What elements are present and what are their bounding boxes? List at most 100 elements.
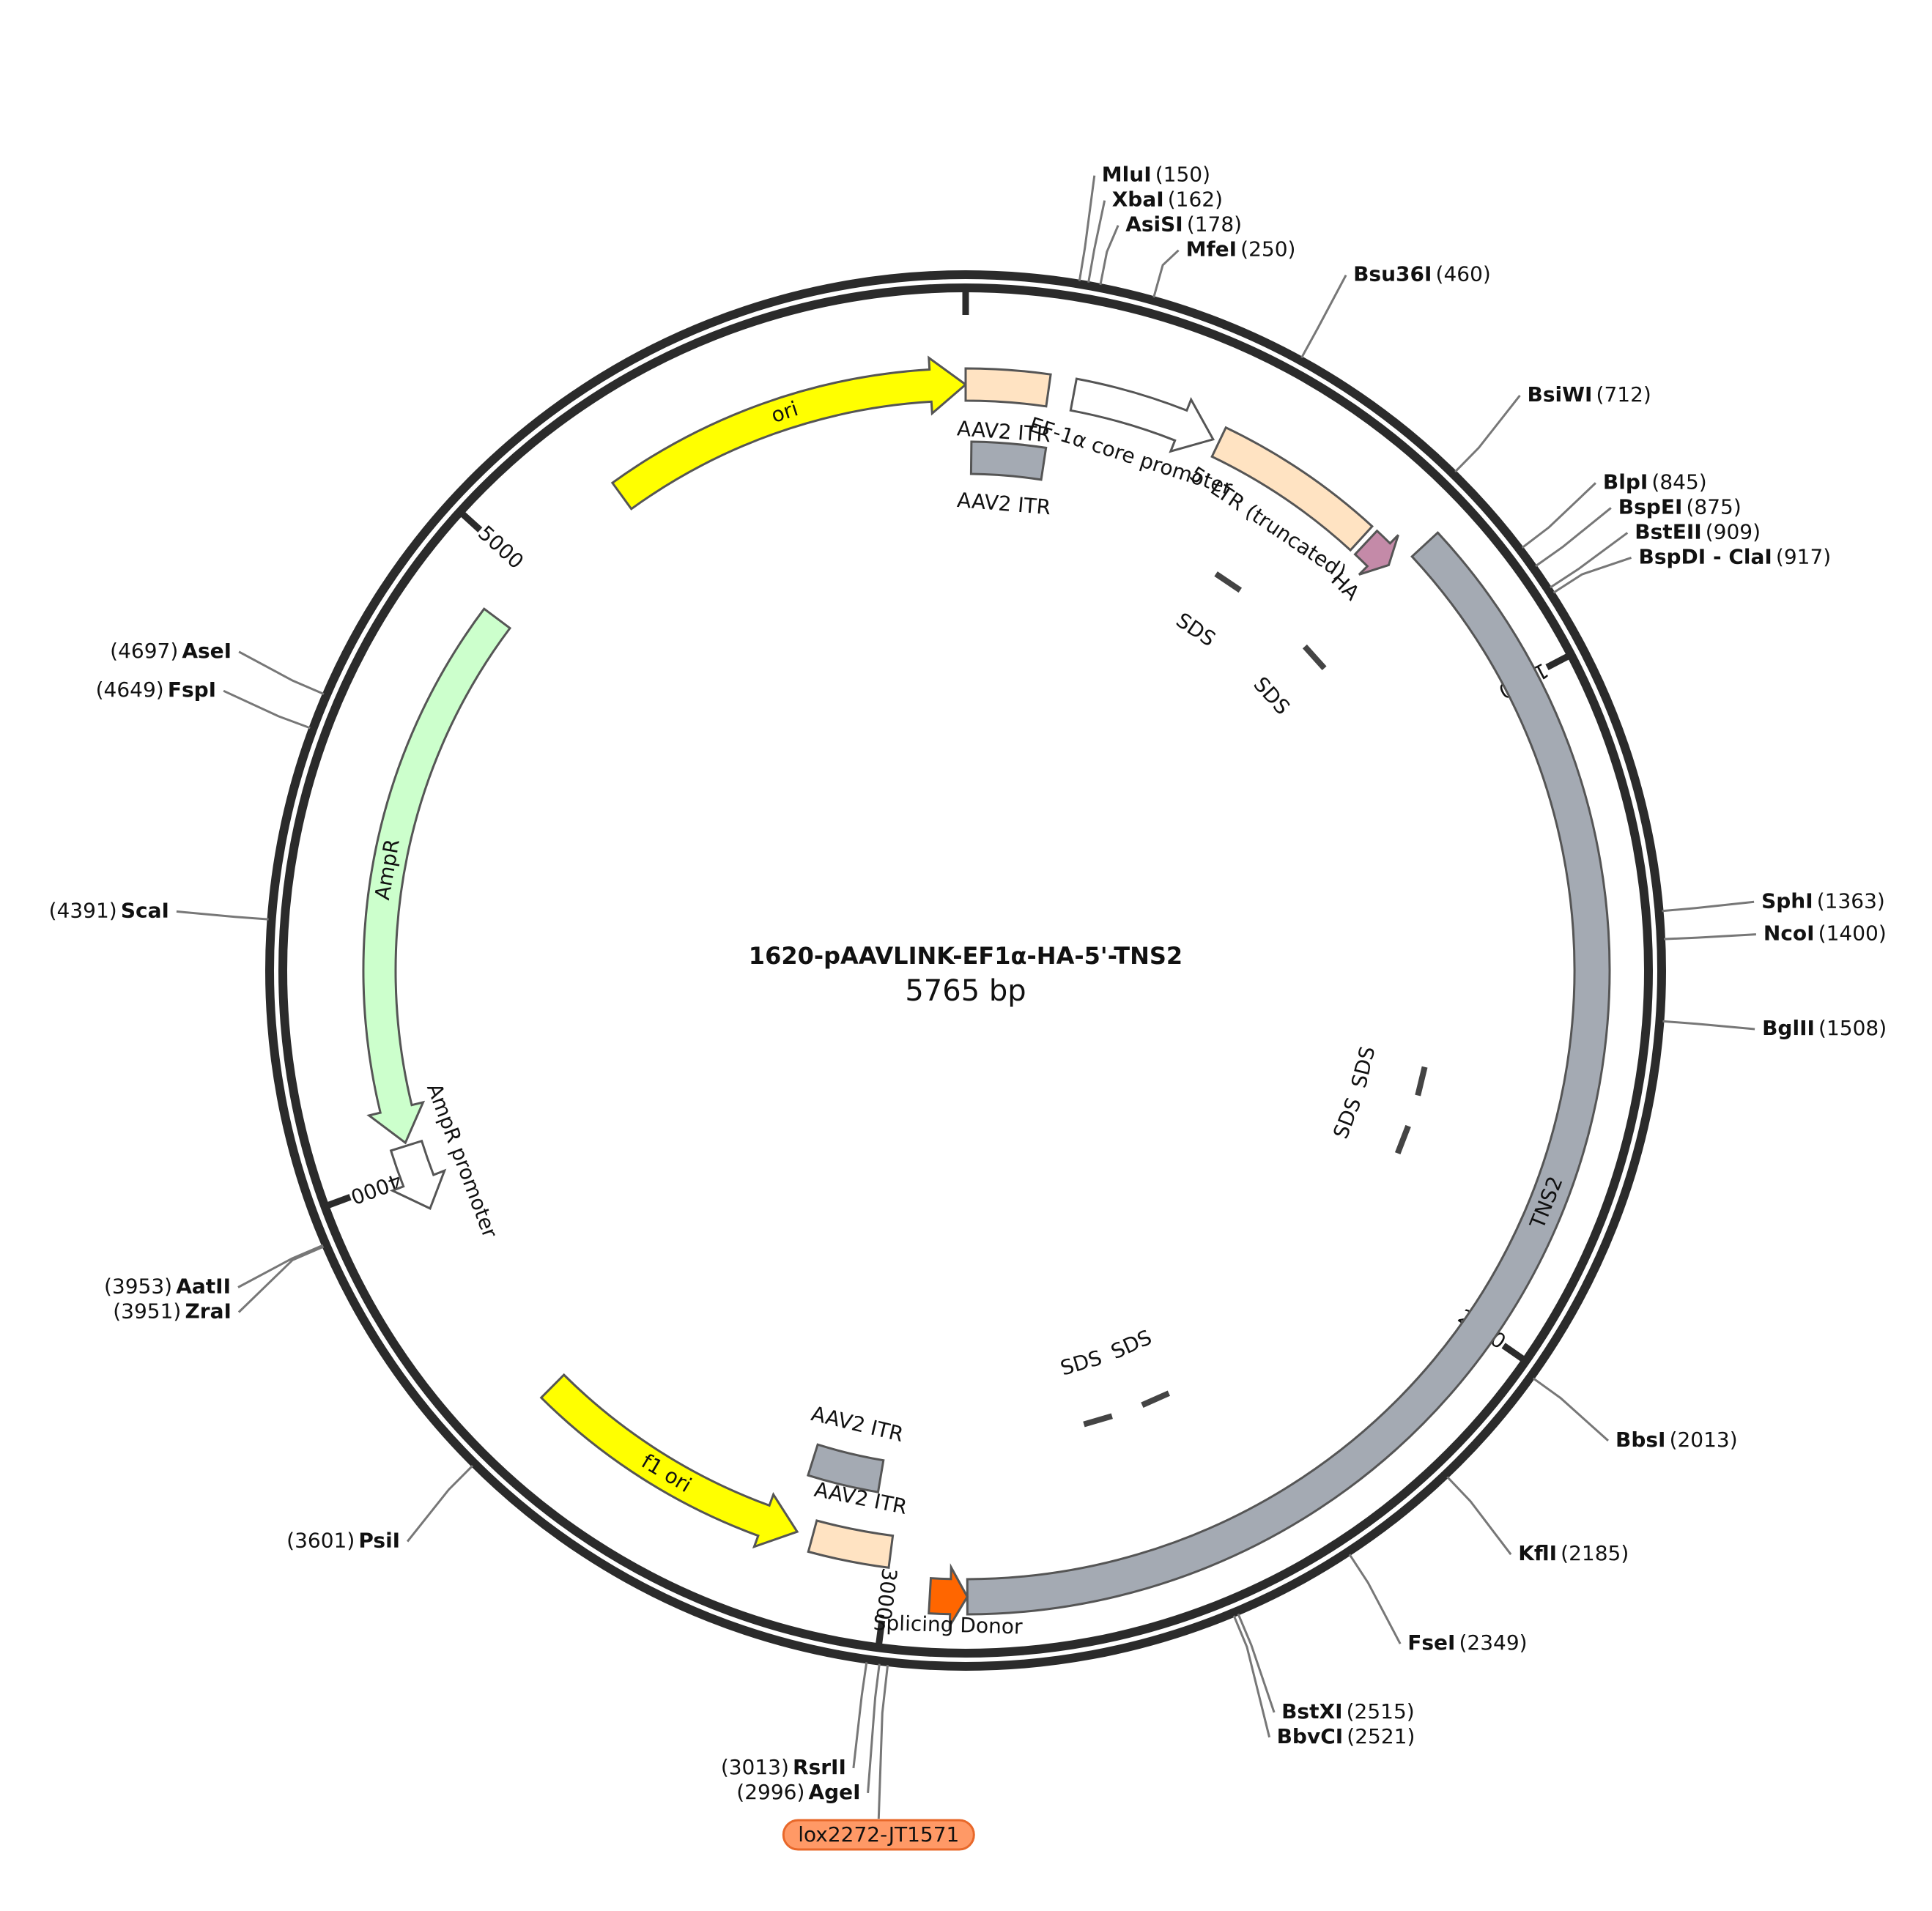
site-name: PsiI <box>358 1529 400 1553</box>
primer-annotation: lox2272-JT1571 <box>782 1664 975 1851</box>
site-position: (1363) <box>1817 888 1885 913</box>
site-name: BsiWI <box>1528 382 1593 407</box>
site-leader <box>1532 1377 1610 1442</box>
feature-aav2-itr-top <box>964 367 1052 408</box>
plasmid-title: 1620-pAAVLINK-EF1α-HA-5'-TNS2 <box>749 942 1182 970</box>
site-label: (4649) FspI <box>96 678 216 702</box>
feature-label-ampr-promoter: AmpR promoter <box>422 1080 503 1242</box>
site-leader <box>1454 394 1521 473</box>
site-position: (4697) <box>110 639 178 663</box>
site-aatii: (3953) AatII <box>104 1274 231 1299</box>
site-label: (2996) AgeI <box>736 1780 860 1804</box>
site-name: XbaI <box>1112 188 1164 212</box>
feature-aav2-itr-bottom <box>807 1519 895 1569</box>
site-name: BspDI - ClaI <box>1639 544 1772 568</box>
site-leader <box>1552 556 1632 594</box>
feature-label-splicing-donor: Splicing Donor <box>873 1611 1023 1639</box>
site-label: (4391) ScaI <box>49 898 169 922</box>
sds-label: SDS <box>1172 608 1220 651</box>
site-name: AgeI <box>808 1780 860 1804</box>
site-kfli: KflI (2185) <box>1518 1541 1629 1565</box>
site-position: (909) <box>1706 519 1761 543</box>
site-leader <box>238 650 325 695</box>
site-bstxi: BstXI (2515) <box>1281 1699 1415 1723</box>
site-leader <box>1348 1554 1402 1644</box>
site-name: BstXI <box>1281 1699 1342 1723</box>
site-position: (1400) <box>1818 921 1887 946</box>
site-leader <box>867 1663 881 1794</box>
site-leader <box>406 1465 474 1543</box>
sds-label: SDS <box>1328 1094 1366 1142</box>
site-name: BspEI <box>1618 494 1683 519</box>
site-label: BstXI (2515) <box>1281 1699 1415 1723</box>
site-position: (875) <box>1687 494 1742 519</box>
site-label: BspDI - ClaI (917) <box>1639 544 1832 568</box>
site-label: BsiWI (712) <box>1528 382 1651 407</box>
feature-ltr-truncated <box>1210 426 1374 552</box>
site-bglii: BglII (1508) <box>1762 1016 1887 1040</box>
site-name: NcoI <box>1763 921 1815 946</box>
site-label: BstEII (909) <box>1635 519 1761 543</box>
site-leader <box>852 1662 868 1769</box>
site-label: FseI (2349) <box>1407 1630 1527 1655</box>
backbone-ring <box>265 270 1666 1671</box>
site-name: BbvCI <box>1277 1724 1344 1748</box>
site-position: (2996) <box>736 1780 804 1804</box>
site-name: MfeI <box>1186 237 1237 261</box>
site-name: AatII <box>176 1274 231 1299</box>
feature-ampr <box>362 607 512 1145</box>
feature-aav2-itr-top-inner <box>969 440 1048 481</box>
site-bspei: BspEI (875) <box>1618 494 1742 519</box>
site-position: (178) <box>1187 212 1242 237</box>
site-label: KflI (2185) <box>1518 1541 1629 1565</box>
site-leader <box>1663 933 1756 940</box>
tick-mark <box>1545 651 1573 670</box>
tick-label: 5000 <box>473 521 528 574</box>
feature-f1-ori <box>539 1373 799 1549</box>
feature-ha <box>1353 529 1399 576</box>
sds-label: SDS <box>1347 1044 1380 1090</box>
tick-mark <box>875 1620 886 1648</box>
site-label: SphI (1363) <box>1761 888 1885 913</box>
site-position: (4391) <box>49 898 117 922</box>
primer-label: lox2272-JT1571 <box>798 1822 959 1847</box>
site-leader <box>1078 175 1096 281</box>
site-position: (1508) <box>1818 1016 1887 1040</box>
site-asisi: AsiSI (178) <box>1125 212 1242 237</box>
site-name: AseI <box>182 639 232 663</box>
site-asei: (4697) AseI <box>110 639 232 663</box>
tick-mark <box>1501 1343 1528 1364</box>
feature-ori <box>610 355 968 511</box>
site-name: FseI <box>1407 1630 1455 1655</box>
site-leader <box>1152 249 1180 298</box>
site-position: (2013) <box>1670 1428 1738 1452</box>
tick-mark <box>323 1194 352 1210</box>
site-leader <box>1237 1613 1276 1713</box>
restriction-sites: MluI (150)XbaI (162)AsiSI (178)MfeI (250… <box>49 163 1887 1804</box>
site-position: (4649) <box>96 678 164 702</box>
site-psii: (3601) PsiI <box>286 1529 400 1553</box>
plasmid-size: 5765 bp <box>905 974 1026 1008</box>
sds-mark <box>1415 1066 1428 1096</box>
site-leader <box>237 1245 325 1313</box>
sds-mark <box>1214 571 1243 593</box>
site-label: Bsu36I (460) <box>1353 262 1491 286</box>
site-position: (2349) <box>1459 1630 1527 1655</box>
site-bsteii: BstEII (909) <box>1635 519 1761 543</box>
site-label: (3951) ZraI <box>113 1299 232 1324</box>
map-center-label: 1620-pAAVLINK-EF1α-HA-5'-TNS2 5765 bp <box>749 942 1182 1008</box>
site-position: (2185) <box>1561 1541 1629 1565</box>
site-position: (2521) <box>1347 1724 1415 1748</box>
site-position: (3951) <box>113 1299 181 1324</box>
site-bsiwi: BsiWI (712) <box>1528 382 1651 407</box>
site-label: (3601) PsiI <box>286 1529 400 1553</box>
feature-aav2-itr-bottom-inner <box>807 1443 885 1493</box>
site-label: AsiSI (178) <box>1125 212 1242 237</box>
feature-tns2 <box>966 531 1611 1616</box>
feature-label-aav2-itr-bottom-inner: AAV2 ITR <box>809 1401 906 1447</box>
site-name: SphI <box>1761 888 1813 913</box>
sds-mark <box>1302 644 1327 670</box>
